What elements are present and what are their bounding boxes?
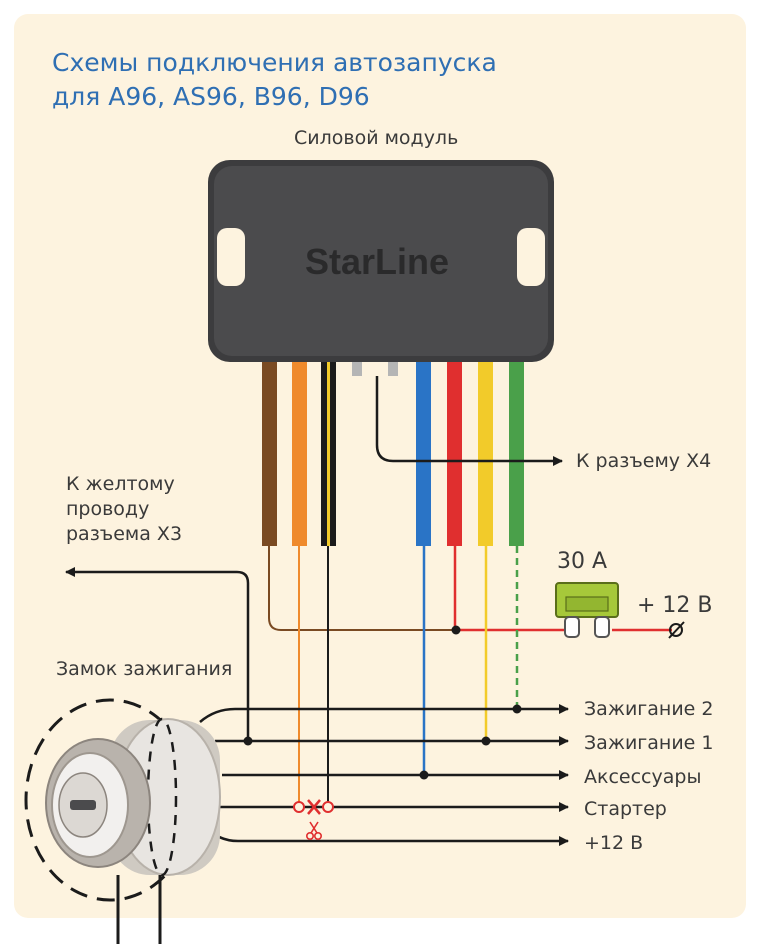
wire-yellow — [478, 362, 493, 546]
connector-pin — [352, 362, 362, 376]
wire-brown — [262, 362, 277, 546]
output-label-ignition-1: Зажигание 1 — [584, 732, 714, 754]
x4-connector-label: К разъему Х4 — [576, 450, 712, 472]
ignition-lock-label: Замок зажигания — [56, 658, 233, 680]
wire-to-x4 — [375, 376, 563, 466]
power-module: StarLine — [208, 160, 554, 376]
wire-orange — [292, 362, 307, 546]
wire-green — [509, 362, 524, 546]
output-label-ignition-2: Зажигание 2 — [584, 698, 714, 720]
wire-blue — [416, 362, 431, 546]
thin-wire-brown — [268, 546, 456, 631]
cut-mark — [307, 799, 321, 815]
fuse-30a — [555, 582, 619, 638]
mount-tab-right — [517, 228, 545, 286]
x3-label-line-3: разъема Х3 — [66, 523, 183, 545]
output-lines — [199, 704, 569, 846]
output-label-accessories: Аксессуары — [584, 766, 702, 788]
power-module-label: Силовой модуль — [294, 127, 459, 149]
title-line-1: Схемы подключения автозапуска — [52, 48, 497, 77]
wire-to-x3 — [65, 567, 250, 740]
x3-label-line-1: К желтому — [66, 473, 175, 495]
scissors-icon — [305, 821, 322, 840]
output-label-plus12v: +12 В — [584, 832, 644, 854]
x3-label-line-2: проводу — [66, 498, 150, 520]
fuse-rating-label: 30 А — [557, 549, 608, 574]
connector-pin — [388, 362, 398, 376]
plus12v-fuse-label: + 12 В — [637, 593, 713, 618]
page-title: Схемы подключения автозапуска для A96, A… — [52, 46, 497, 114]
mount-tab-left — [217, 228, 245, 286]
plus12v-terminal — [668, 621, 685, 639]
junction-dots — [243, 625, 522, 813]
wire-red — [447, 362, 462, 546]
starline-logo: StarLine — [305, 241, 449, 282]
title-line-2: для A96, AS96, B96, D96 — [52, 82, 370, 111]
output-label-starter: Стартер — [584, 798, 667, 820]
ignition-lock-icon — [24, 698, 221, 944]
wire-stubs — [262, 362, 524, 546]
